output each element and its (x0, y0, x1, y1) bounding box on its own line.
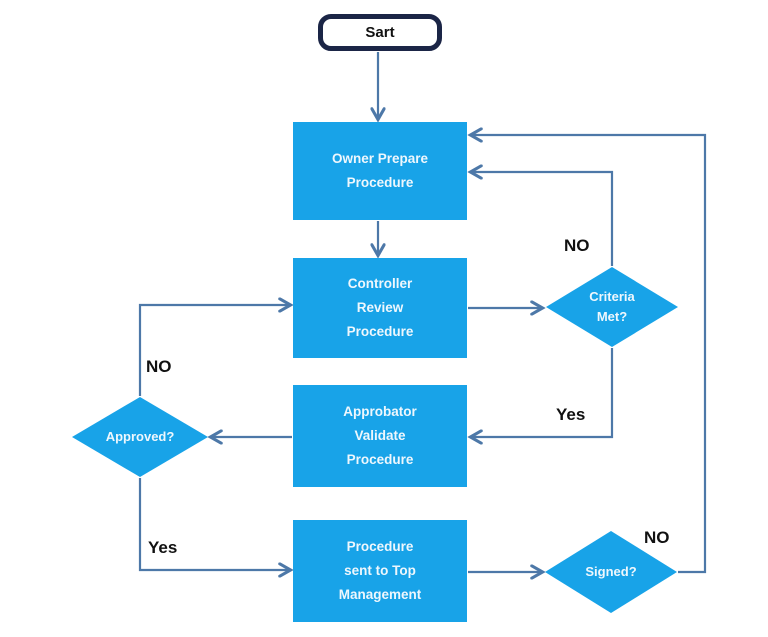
process-owner-prepare-procedure: Owner Prepare Procedure (293, 122, 467, 220)
connector-approved-no-to-controller (138, 305, 289, 396)
edge-label-criteria-no: NO (564, 236, 590, 255)
edge-label-signed-no: NO (644, 528, 670, 547)
edge-label-criteria-yes: Yes (556, 405, 586, 424)
edge-label-approved-no: NO (146, 357, 172, 376)
start-node: Sart (318, 14, 442, 51)
connector-criteria-yes-to-approbator (472, 348, 614, 437)
process-controller-review-procedure: Controller Review Procedure (293, 258, 467, 358)
connector-criteria-no-to-owner (472, 172, 614, 266)
process-procedure-sent-to-top-management: Procedure sent to Top Management (293, 520, 467, 622)
connector-approved-yes-to-sent (138, 478, 289, 570)
edge-label-approved-yes: Yes (148, 538, 178, 557)
connector-signed-no-to-owner (472, 135, 707, 574)
process-approbator-validate-procedure: Approbator Validate Procedure (293, 385, 467, 487)
